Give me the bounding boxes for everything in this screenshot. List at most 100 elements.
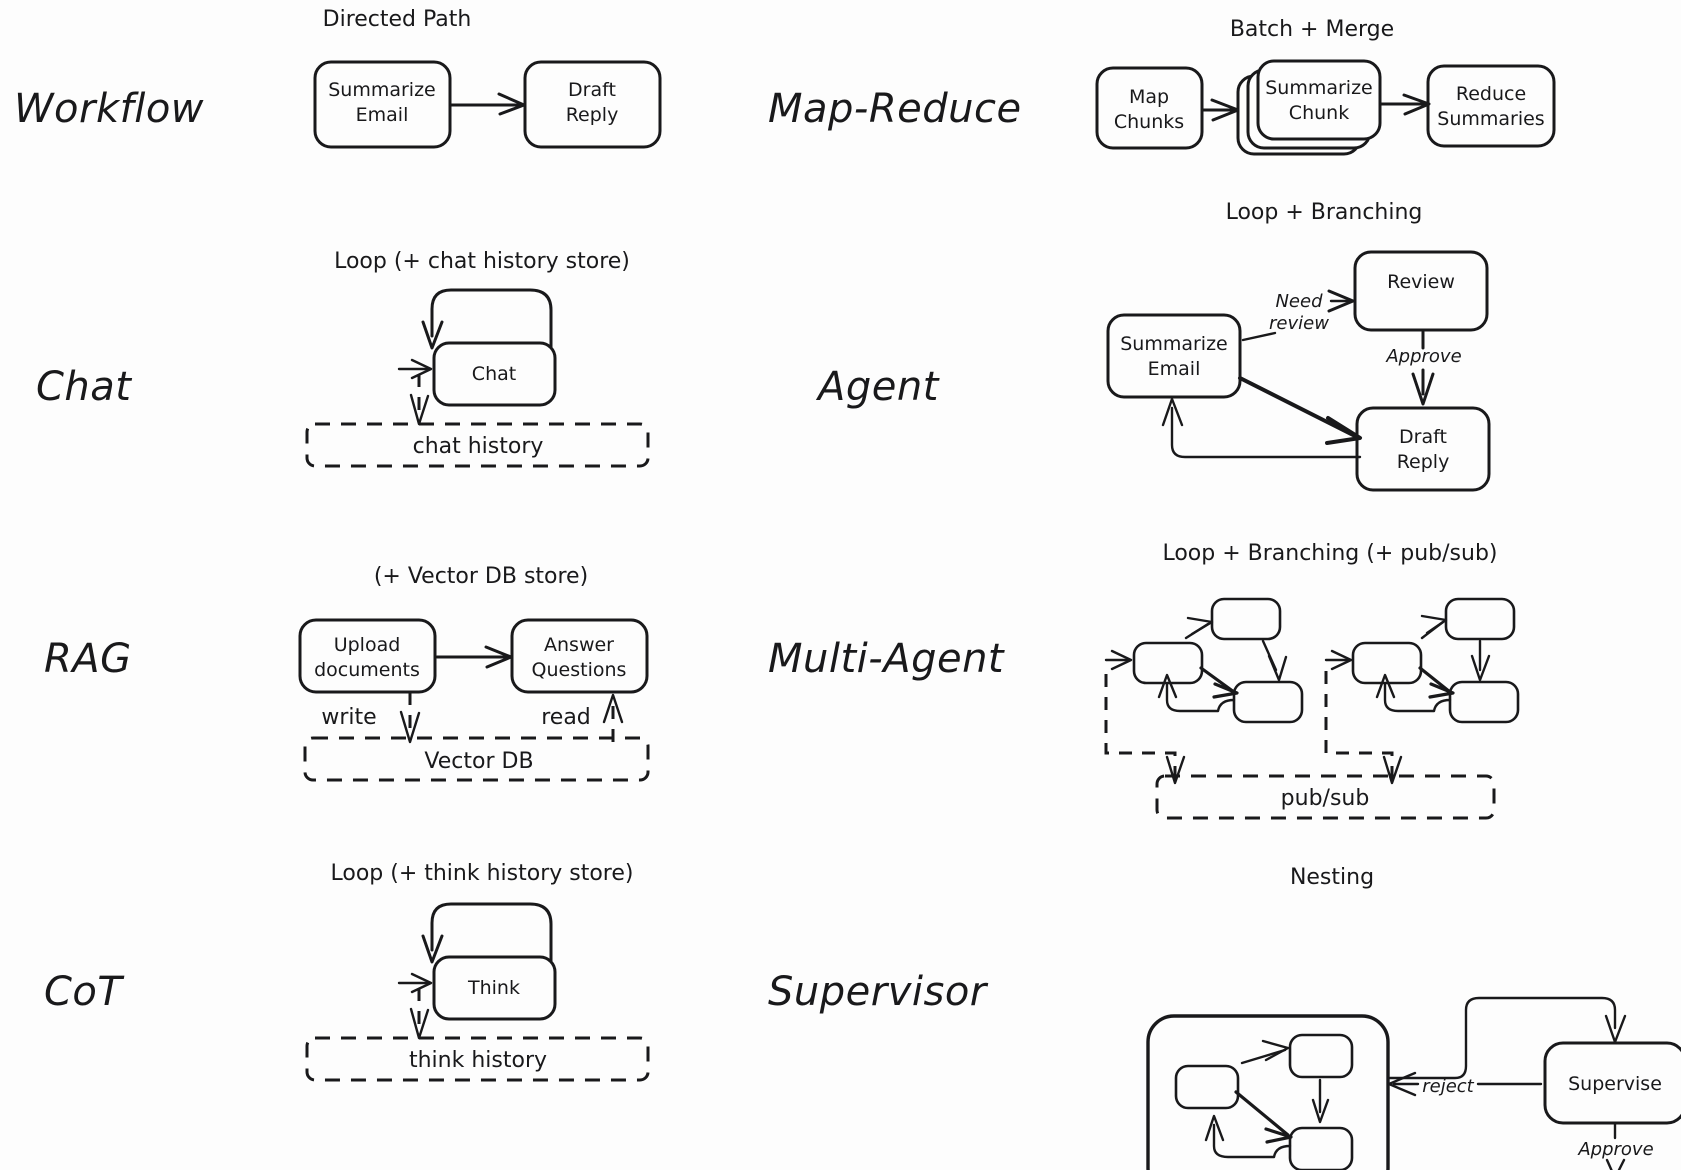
edge-summarize-to-draft-diagonal (1238, 376, 1359, 439)
arrowhead-sup-left-to-bottom (1264, 1127, 1293, 1144)
node-a-bottomright[interactable] (1232, 680, 1304, 724)
store-vector-db-label: Vector DB (424, 749, 533, 774)
store-chat-history[interactable] (305, 422, 650, 468)
node-reduce-summaries[interactable] (1426, 64, 1556, 148)
node-agent-summarize-email[interactable] (1106, 313, 1242, 399)
node-answer-questions-line2: Questions (532, 659, 627, 681)
row-label-multi-agent: Multi-Agent (768, 636, 1005, 682)
arrowhead-b-top-to-br (1470, 654, 1491, 682)
arrowhead-summarize-to-draft-diagonal (1325, 416, 1362, 445)
node-upload-documents-line1: Upload (334, 634, 401, 656)
node-upload-documents-line2: documents (314, 659, 420, 681)
node-map-chunks-line1: Map (1129, 86, 1169, 108)
node-answer-questions[interactable] (510, 618, 649, 694)
node-agent-draft-reply-line2: Reply (1397, 451, 1450, 473)
edge-sup-left-to-bottom (1234, 1090, 1290, 1137)
row-label-map-reduce: Map-Reduce (768, 86, 1022, 132)
arrowhead-write-down (399, 710, 421, 744)
arrowhead-think-self-loop (421, 934, 444, 964)
row-label-cot: CoT (44, 969, 125, 1015)
arrowhead-sup-inner-feedback (1204, 1114, 1225, 1142)
edge-label-write: write (321, 705, 376, 730)
arrowhead-upload-to-answer (484, 645, 513, 669)
node-b-bottomright[interactable] (1448, 680, 1520, 724)
store-think-history[interactable] (305, 1036, 650, 1082)
supervisor-inner-cluster (1174, 1033, 1354, 1170)
node-a-top[interactable] (1210, 597, 1282, 641)
node-sup-inner-bottom[interactable] (1288, 1126, 1354, 1170)
store-pubsub-label: pub/sub (1281, 786, 1370, 811)
store-vector-db[interactable] (303, 736, 650, 782)
node-summarize-email-line1: Summarize (328, 79, 436, 101)
arrowhead-b-feedback (1375, 673, 1396, 699)
node-chat-label: Chat (472, 363, 516, 385)
edge-b-pubsub-in (1324, 668, 1394, 779)
store-pubsub[interactable] (1155, 774, 1496, 820)
arrowhead-b-to-pubsub (1382, 755, 1403, 785)
edge-a-pubsub-in (1104, 668, 1177, 779)
node-supervise-label: Supervise (1568, 1073, 1662, 1095)
caption-vector-db-store: (+ Vector DB store) (374, 564, 588, 589)
arrowhead-summarize-to-reduce (1402, 93, 1431, 116)
node-sup-inner-left[interactable] (1174, 1064, 1240, 1110)
caption-directed-path: Directed Path (323, 7, 472, 32)
arrowhead-a-feedback (1157, 673, 1178, 699)
edge-label-read: read (541, 705, 591, 730)
node-chat[interactable] (432, 341, 557, 407)
arrowhead-a-left-to-br (1212, 682, 1239, 699)
edge-label-reject: reject (1422, 1076, 1474, 1097)
node-agent-draft-reply[interactable] (1355, 406, 1491, 492)
caption-batch-merge: Batch + Merge (1230, 17, 1394, 42)
node-agent-review[interactable] (1353, 250, 1489, 332)
arrowhead-sup-left-to-top (1261, 1039, 1290, 1062)
node-summarize-chunk[interactable] (1256, 59, 1382, 141)
caption-loop-branching: Loop + Branching (1226, 200, 1423, 225)
node-map-chunks[interactable] (1095, 66, 1204, 150)
edge-label-approve-supervisor: Approve (1577, 1139, 1653, 1160)
arrowhead-a-left-to-top (1186, 616, 1214, 636)
node-agent-review-label: Review (1387, 271, 1455, 293)
node-agent-summarize-email-line2: Email (1148, 358, 1201, 380)
node-a-left[interactable] (1132, 641, 1204, 685)
node-agent-draft-reply-line1: Draft (1399, 426, 1447, 448)
row-label-chat: Chat (36, 364, 132, 410)
edge-label-need: Need (1275, 291, 1323, 312)
node-agent-summarize-email-line1: Summarize (1120, 333, 1228, 355)
arrowhead-b-left-to-br (1428, 682, 1455, 699)
arrowhead-b-left-to-top (1420, 614, 1448, 635)
arrowhead-review-to-draft (1411, 372, 1435, 406)
node-reduce-summaries-line1: Reduce (1456, 83, 1526, 105)
edge-sup-left-to-top (1240, 1048, 1287, 1065)
node-think[interactable] (432, 955, 557, 1021)
arrowhead-read-up (602, 693, 624, 724)
caption-loop-think-history: Loop (+ think history store) (330, 861, 633, 886)
node-summarize-chunk-line2: Chunk (1289, 102, 1349, 124)
node-reduce-summaries-line2: Summaries (1437, 108, 1544, 130)
arrowhead-draft-feedback-loop (1161, 397, 1184, 427)
edge-b-feedback (1383, 682, 1452, 713)
arrowhead-b-into-left (1330, 649, 1353, 671)
edge-label-approve: Approve (1385, 346, 1461, 367)
group-subagent-container[interactable] (1146, 1014, 1390, 1170)
arrowhead-into-chat (410, 358, 433, 380)
node-sup-inner-top[interactable] (1288, 1033, 1354, 1079)
node-draft-reply-line2: Reply (566, 104, 619, 126)
node-map-chunks-line2: Chunks (1114, 111, 1184, 133)
arrowhead-into-think (410, 972, 433, 994)
arrowhead-a-to-pubsub (1165, 755, 1186, 785)
node-summarize-email-line2: Email (356, 104, 409, 126)
edge-label-review: review (1269, 313, 1329, 334)
node-b-top[interactable] (1444, 597, 1516, 641)
cluster-b (1324, 597, 1520, 785)
node-upload-documents[interactable] (298, 618, 437, 694)
arrowhead-supervise-approve (1605, 1158, 1626, 1170)
edge-a-feedback (1165, 682, 1236, 713)
caption-nesting: Nesting (1290, 865, 1374, 890)
row-label-rag: RAG (44, 636, 132, 682)
caption-loop-chat-history: Loop (+ chat history store) (334, 249, 630, 274)
edge-summarize-to-review (1241, 331, 1277, 342)
node-answer-questions-line1: Answer (544, 634, 614, 656)
row-label-supervisor: Supervisor (768, 969, 989, 1015)
